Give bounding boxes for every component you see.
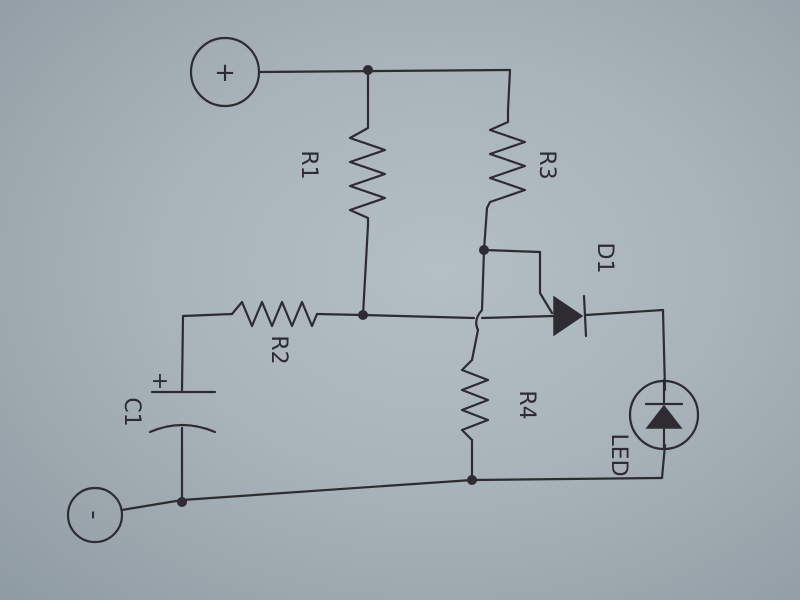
resistor-r2 bbox=[485, 108, 527, 210]
resistor-r4-label: R2 bbox=[266, 335, 291, 364]
negative-terminal: - bbox=[66, 486, 124, 544]
led-bottom-lead bbox=[660, 443, 667, 480]
r2-top-lead bbox=[506, 68, 512, 112]
led-indicator: LED bbox=[606, 378, 700, 477]
resistor-r1-label: R1 bbox=[296, 150, 321, 179]
resistor-r4 bbox=[230, 300, 319, 328]
negative-terminal-label: - bbox=[79, 510, 109, 519]
wires bbox=[120, 68, 667, 512]
positive-terminal-label: + bbox=[214, 58, 236, 88]
diode-right-wire bbox=[584, 308, 667, 392]
r2-bottom-lead bbox=[482, 206, 489, 252]
middle-wire bbox=[361, 313, 556, 320]
capacitor-top-lead bbox=[180, 314, 185, 392]
bottom-rail-wire bbox=[120, 476, 664, 512]
diode-d1: D1 bbox=[553, 243, 617, 338]
junction-nodes bbox=[177, 65, 489, 507]
diode-d1-label: D1 bbox=[592, 243, 617, 274]
resistor-r2-label: R3 bbox=[534, 150, 559, 179]
capacitor-c1: + C1 bbox=[119, 369, 217, 434]
mid-crossover-wire bbox=[470, 248, 486, 362]
r4-left-lead bbox=[181, 312, 234, 318]
led-label: LED bbox=[606, 433, 631, 476]
capacitor-c1-label: C1 bbox=[119, 397, 144, 426]
diode-bypass-loop bbox=[482, 248, 554, 315]
resistor-r1 bbox=[348, 108, 387, 227]
top-rail-wire bbox=[257, 68, 512, 74]
capacitor-c1-polarity: + bbox=[151, 369, 169, 394]
r4-right-lead bbox=[315, 312, 365, 317]
resistor-r3-label: R4 bbox=[514, 390, 539, 419]
r1-bottom-lead bbox=[361, 223, 370, 317]
resistor-r3 bbox=[460, 358, 490, 442]
positive-terminal: + bbox=[189, 36, 261, 108]
